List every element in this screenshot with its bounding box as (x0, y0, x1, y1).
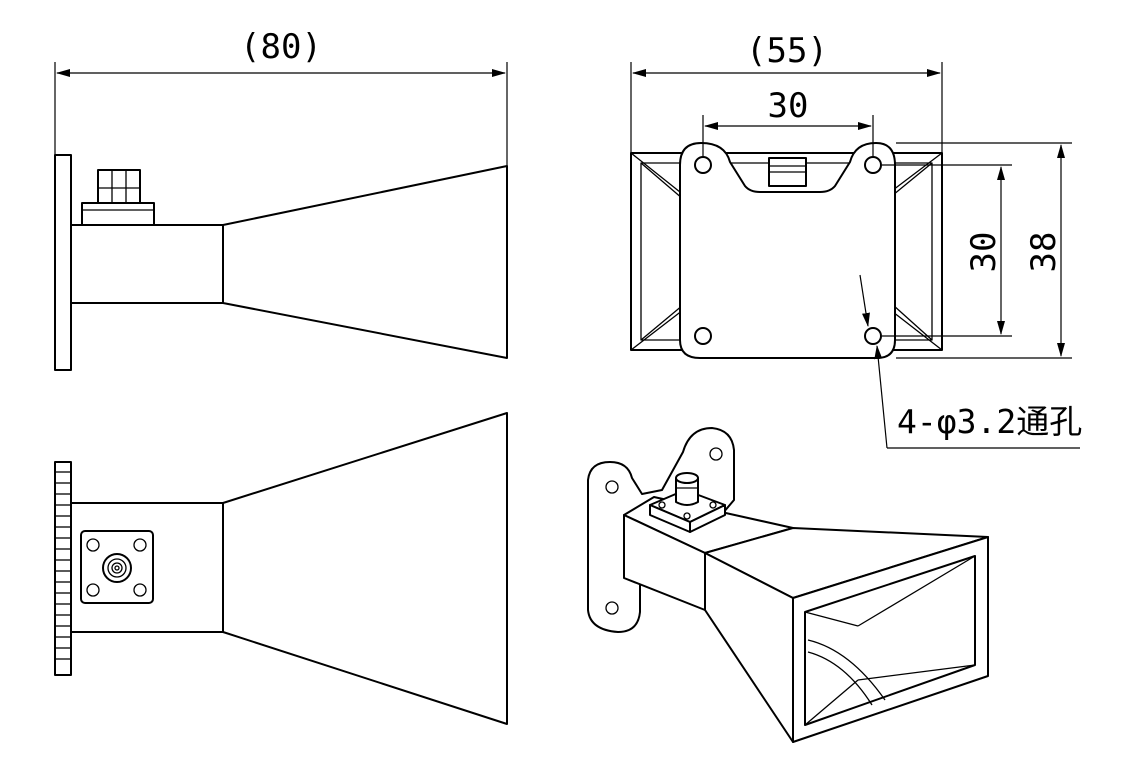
side-view-bottom (54, 412, 508, 725)
front-view (630, 142, 943, 359)
flange-plate (54, 154, 72, 371)
hole-callout: 4-φ3.2通孔 (859, 274, 1082, 449)
mounting-hole (864, 327, 882, 345)
hole-callout-label: 4-φ3.2通孔 (897, 402, 1082, 441)
connector-square-flange (80, 530, 154, 604)
dimension-hole-spacing-horizontal: 30 (702, 86, 874, 157)
horn-flare (222, 165, 508, 359)
side-view-top (54, 154, 508, 371)
dimension-label-38: 38 (1024, 232, 1064, 273)
mounting-hole (694, 327, 712, 345)
dimension-overall-width: (55) (630, 31, 943, 153)
connector-outer-ring (102, 553, 132, 583)
mounting-flange (679, 142, 896, 359)
dimension-label-30-horizontal: 30 (768, 86, 809, 126)
dimension-label-80: (80) (240, 27, 322, 67)
dimension-hole-spacing-vertical: 30 (882, 164, 1012, 337)
horn-flare-side (222, 412, 508, 725)
dimension-label-55: (55) (746, 31, 828, 71)
isometric-view (587, 427, 989, 743)
waveguide-body (70, 224, 224, 304)
connector-nut (97, 169, 141, 204)
dimension-overall-length: (80) (54, 27, 508, 166)
dimension-flange-height: 38 (896, 142, 1072, 359)
dimension-label-30-vertical: 30 (964, 232, 1004, 273)
iso-connector-barrel (675, 477, 699, 506)
connector-base (81, 202, 155, 226)
